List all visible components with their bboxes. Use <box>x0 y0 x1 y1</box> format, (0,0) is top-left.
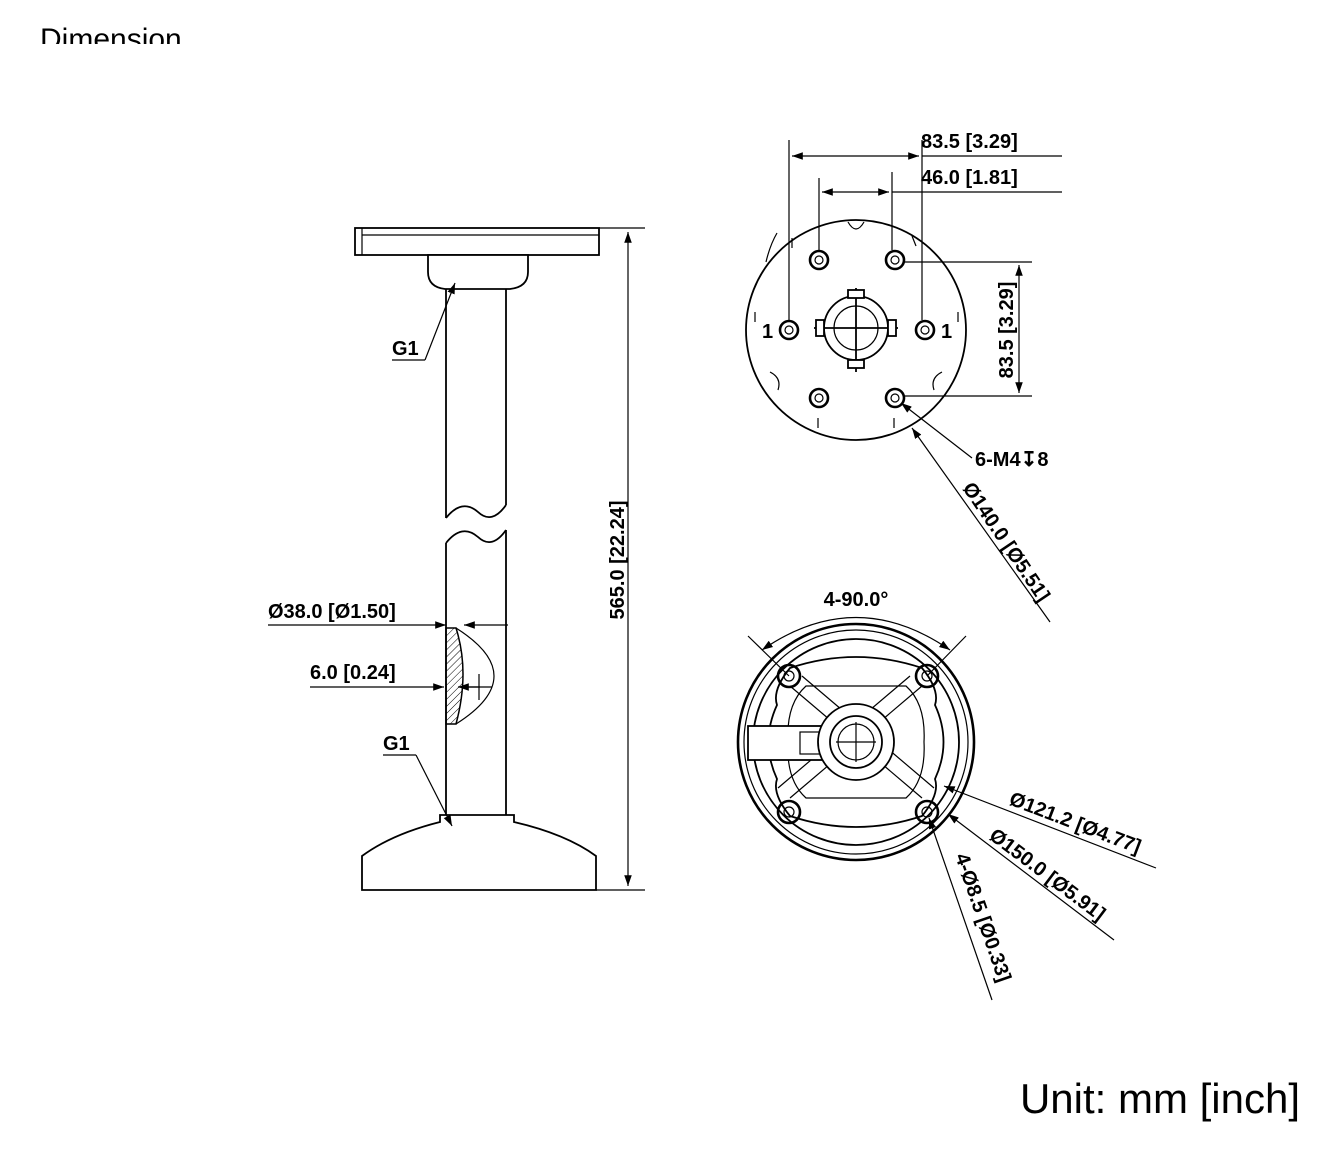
top-diameter-label: Ø140.0 [Ø5.51] <box>958 478 1054 606</box>
screw-holes <box>778 249 936 409</box>
page-title: Dimension <box>40 23 182 44</box>
top-plate <box>354 227 600 256</box>
thread-label-bottom: G1 <box>383 733 410 755</box>
side-diameter-label: Ø38.0 [Ø1.50] <box>268 601 396 623</box>
bottom-view: 4-90.0° Ø121.2 [Ø4.77] Ø150.0 [Ø5.91] 4-… <box>736 589 1157 1001</box>
plate-outline <box>745 219 967 441</box>
thread-label-top: G1 <box>392 338 419 360</box>
hole-label: 4-Ø8.5 [Ø0.33] <box>950 850 1015 984</box>
top-width-inner-label: 46.0 [1.81] <box>921 167 1018 189</box>
top-height-label: 83.5 [3.29] <box>996 282 1018 379</box>
hole-mark-left: 1 <box>762 321 773 343</box>
side-wall-label: 6.0 [0.24] <box>310 662 396 684</box>
pole-section-detail <box>445 627 495 725</box>
cable-hole <box>814 288 898 372</box>
base <box>361 814 597 891</box>
pole <box>445 289 507 815</box>
mount-holes <box>776 663 940 825</box>
angle-label: 4-90.0° <box>824 589 889 611</box>
unit-label: Unit: mm [inch] <box>1019 1075 1300 1122</box>
top-width-outer-label: 83.5 [3.29] <box>921 131 1018 153</box>
side-height-label: 565.0 [22.24] <box>607 501 629 620</box>
hole-mark-right: 1 <box>941 321 952 343</box>
side-view: 565.0 [22.24] Ø38.0 [Ø1.50] 6.0 [0.24] G… <box>268 227 645 891</box>
screw-label: 6-M4↧8 <box>975 449 1048 471</box>
top-cup <box>427 254 529 290</box>
top-view: 1 1 83.5 [3.29] 46.0 [1.81] 83.5 [3.29] … <box>745 131 1062 623</box>
